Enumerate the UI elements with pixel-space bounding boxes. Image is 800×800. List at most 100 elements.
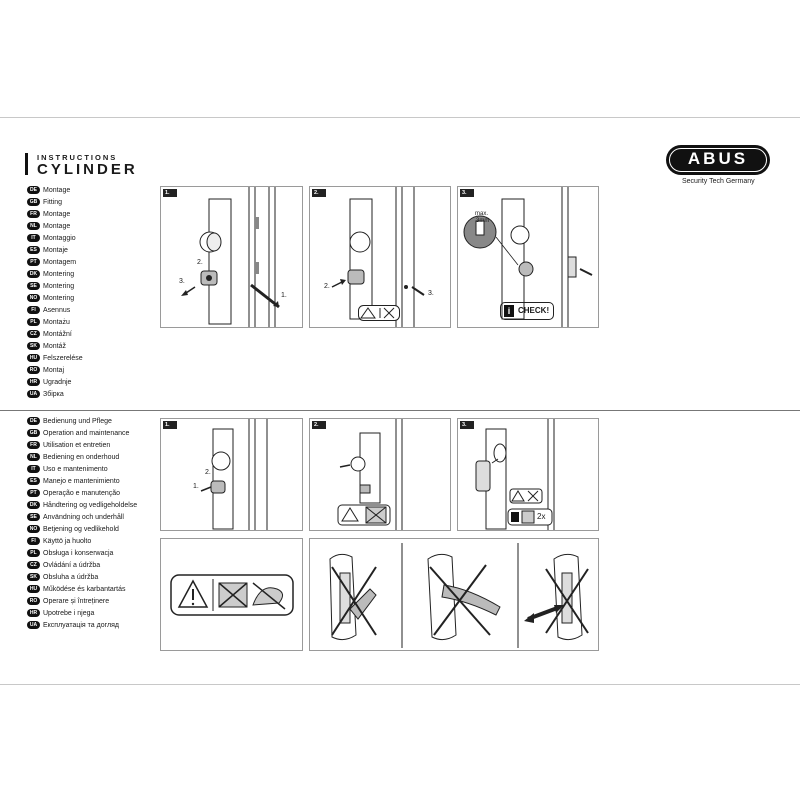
language-text: Operation and maintenance [43, 430, 130, 437]
language-code-badge: NO [27, 525, 40, 534]
language-code-badge: RO [27, 597, 40, 606]
abus-logo: ABUS [666, 145, 770, 175]
language-text: Montaggio [43, 235, 76, 242]
language-text: Upotrebe i njega [43, 610, 95, 617]
language-code-badge: DE [27, 417, 40, 426]
caution-badge [170, 574, 294, 616]
language-code-badge: RO [27, 366, 40, 375]
brand-tagline: Security Tech Germany [682, 178, 755, 185]
language-code-badge: HR [27, 609, 40, 618]
language-code-badge: FI [27, 537, 40, 546]
language-text: Montage [43, 187, 71, 194]
step-number: 1. [163, 421, 177, 429]
step-label: 3. [179, 278, 185, 285]
language-text: Montagem [43, 259, 77, 266]
crossed-force-icon [252, 582, 286, 610]
language-text: Működése és karbantartás [43, 586, 126, 593]
maintenance-step-1-drawing [200, 419, 268, 530]
fitting-step-2: 2. 2. 3. [309, 186, 451, 328]
check-badge: i CHECK! [500, 302, 554, 320]
language-text: Obsługa i konserwacja [43, 550, 114, 557]
crossed-tools-icon [218, 582, 248, 608]
language-code-badge: PL [27, 549, 40, 558]
step-number: 2. [312, 189, 326, 197]
logo-text: ABUS [669, 148, 767, 172]
language-text: Uso e mantenimento [43, 466, 108, 473]
step-number: 2. [312, 421, 326, 429]
language-text: Utilisation et entretien [43, 442, 111, 449]
language-text: Montážní [43, 331, 72, 338]
fitting-step-1-drawing [181, 187, 280, 327]
language-code-badge: FI [27, 306, 40, 315]
step-number: 1. [163, 189, 177, 197]
language-text: Збірка [43, 391, 64, 398]
maintenance-step-3-drawing [475, 419, 555, 530]
language-text: Betjening og vedlikehold [43, 526, 119, 533]
language-code-badge: HU [27, 354, 40, 363]
language-code-badge: ES [27, 246, 40, 255]
section-divider [0, 410, 800, 411]
language-code-badge: NL [27, 222, 40, 231]
language-code-badge: SE [27, 513, 40, 522]
language-code-badge: DK [27, 270, 40, 279]
language-code-badge: DK [27, 501, 40, 510]
language-code-badge: GB [27, 198, 40, 207]
measure-label: max. [475, 211, 489, 217]
step-label: 1. [193, 483, 199, 490]
language-text: Montering [43, 283, 75, 290]
warning-triangle-icon [177, 579, 209, 608]
language-code-badge: HR [27, 378, 40, 387]
step-label: 1. [281, 292, 287, 299]
language-code-badge: PT [27, 489, 40, 498]
language-text: Montażu [43, 319, 70, 326]
info-icon: i [504, 305, 514, 317]
step-label: 2. [324, 283, 330, 290]
language-code-badge: UA [27, 390, 40, 399]
language-text: Експлуатація та догляд [43, 622, 119, 629]
fitting-step-1: 1. 1. 2. 3. [160, 186, 303, 328]
maintenance-step-1: 1. 1. 2. [160, 418, 303, 531]
fitting-step-3-drawing [463, 187, 593, 327]
language-text: Montage [43, 223, 71, 230]
language-text: Käyttö ja huolto [43, 538, 92, 545]
warning-badge [358, 305, 400, 321]
language-text: Operação e manutenção [43, 490, 121, 497]
language-code-badge: NL [27, 453, 40, 462]
step-number: 3. [460, 189, 474, 197]
language-text: Manejo e mantenimiento [43, 478, 120, 485]
language-code-badge: ES [27, 477, 40, 486]
title-small: INSTRUCTIONS [37, 153, 118, 162]
step-label: 2. [205, 469, 211, 476]
language-text: Ugradnje [43, 379, 72, 386]
language-code-badge: IT [27, 465, 40, 474]
language-code-badge: SK [27, 573, 40, 582]
language-text: Bedienung und Pflege [43, 418, 112, 425]
language-code-badge: SK [27, 342, 40, 351]
language-code-badge: GB [27, 429, 40, 438]
no-force-drawings [329, 543, 589, 648]
